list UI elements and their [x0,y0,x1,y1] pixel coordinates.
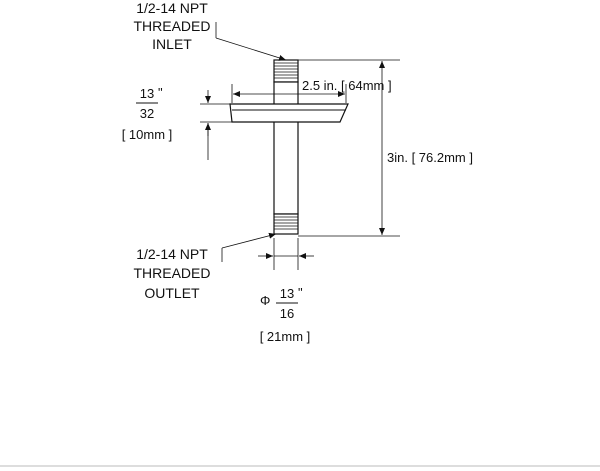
diameter-numerator: 13 [280,286,294,301]
inlet-label-line-1: 1/2-14 NPT [136,0,208,16]
flange-width-dimension: 2.5 in. [ 64mm ] [231,78,392,103]
overall-length-label: 3in. [ 76.2mm ] [387,150,473,165]
inlet-label-line-2: THREADED [133,18,210,34]
overall-length-dimension: 3in. [ 76.2mm ] [298,59,473,237]
flange-thickness-dimension: 13 " 32 [ 10mm ] [122,85,232,160]
diameter-symbol: Φ [260,293,270,308]
inlet-label-line-3: INLET [152,36,192,52]
outlet-thread-lines [274,216,298,230]
diameter-metric: [ 21mm ] [260,329,311,344]
inlet-callout: 1/2-14 NPT THREADED INLET [133,0,287,61]
pipe-diameter-dimension: Φ 13 " 16 [ 21mm ] [258,238,314,344]
flange-width-label: 2.5 in. [ 64mm ] [302,78,392,93]
outlet-label-line-1: 1/2-14 NPT [136,246,208,262]
diameter-inch-mark: " [298,285,303,300]
inlet-thread-lines [274,62,298,79]
pipe-body [273,81,299,215]
flange-thickness-inch-mark: " [158,85,163,100]
shower-arm-part [229,59,349,235]
diameter-denominator: 16 [280,306,294,321]
flange [229,103,349,123]
outlet-label-line-2: THREADED [133,265,210,281]
outlet-callout: 1/2-14 NPT THREADED OUTLET [133,232,277,301]
flange-thickness-denominator: 32 [140,106,154,121]
outlet-label-line-3: OUTLET [144,285,200,301]
flange-thickness-metric: [ 10mm ] [122,127,173,142]
flange-thickness-numerator: 13 [140,86,154,101]
